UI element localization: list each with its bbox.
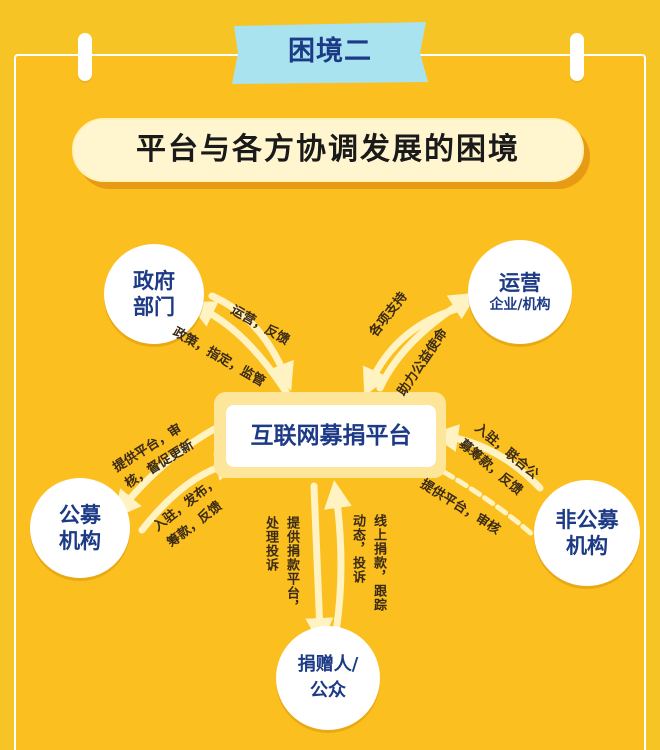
- center-platform: 互联网募捐平台: [226, 405, 436, 467]
- arrow-nonpublic-to-platform: [430, 424, 544, 492]
- title-pill: [72, 118, 584, 182]
- left-binder-pin: [78, 33, 92, 81]
- arrow-platform-to-donor: [305, 482, 334, 646]
- page-title: 平台与各方协调发展的困境: [136, 132, 520, 167]
- node-government-line2: 部门: [133, 295, 175, 319]
- section-tag-label: 困境二: [288, 36, 372, 67]
- arrow-gov-to-platform: [208, 292, 294, 391]
- node-public-line1: 公募: [59, 503, 101, 527]
- node-nonpublic-fundraising: 非公募 机构: [534, 480, 640, 586]
- right-binder-pin: [570, 33, 584, 81]
- node-donor-public: 捐赠人/ 公众: [276, 626, 380, 730]
- label-donor-left-1: 提供捐款平台，: [284, 516, 299, 614]
- node-donor-line1: 捐赠人/: [297, 654, 359, 675]
- label-donor-right-2: 动态，投诉: [350, 514, 365, 584]
- section-tag: 困境二: [230, 20, 430, 86]
- node-government: 政府 部门: [104, 244, 204, 344]
- node-government-line1: 政府: [133, 269, 175, 293]
- tag-shape: [232, 22, 428, 84]
- node-donor-line2: 公众: [310, 680, 346, 701]
- arrow-platform-to-nonpublic: [441, 469, 537, 539]
- node-enterprise-line1: 运营: [499, 271, 541, 295]
- node-enterprise-line2: 企业/机构: [489, 297, 551, 313]
- label-donor-right-1: 线上捐款，跟踪: [371, 514, 386, 612]
- node-enterprise: 运营 企业/机构: [468, 240, 572, 344]
- node-nonpublic-line2: 机构: [566, 534, 608, 558]
- node-nonpublic-line1: 非公募: [555, 508, 619, 532]
- arrow-platform-to-ent: [376, 292, 478, 392]
- arrow-platform-to-gov: [187, 301, 290, 396]
- node-public-fundraising: 公募 机构: [30, 478, 130, 578]
- arrow-donor-to-platform: [324, 480, 352, 636]
- node-public-line2: 机构: [59, 529, 101, 553]
- label-donor-left-2: 处理投诉: [263, 516, 278, 572]
